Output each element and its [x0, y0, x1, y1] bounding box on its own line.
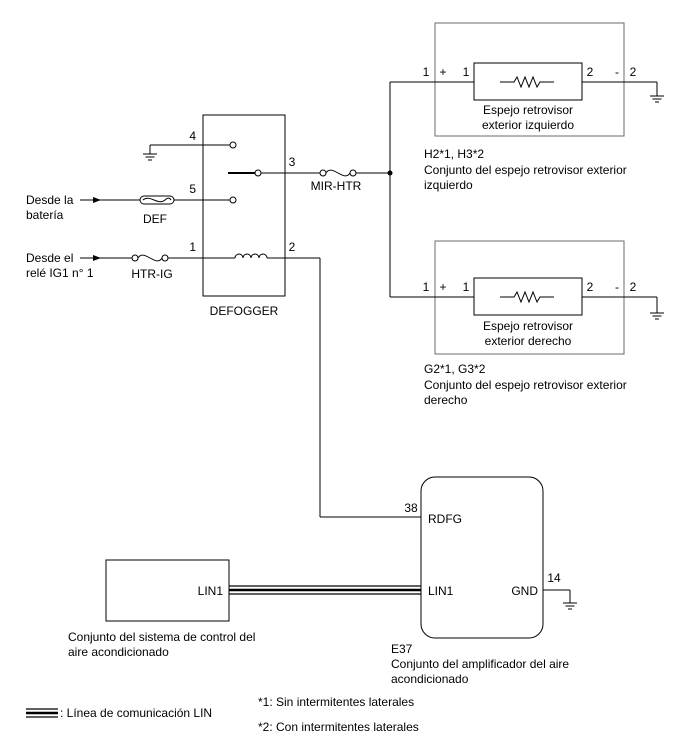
- battery-source-line2: batería: [26, 208, 64, 222]
- amplifier-rdfg-pin: 38: [404, 501, 418, 515]
- ground-symbol-amplifier: [563, 590, 577, 610]
- legend-lin-symbol: [26, 708, 58, 718]
- amplifier-caption-line2: acondicionado: [391, 672, 469, 686]
- amplifier-connector: E37: [391, 642, 413, 656]
- right-mirror-pin2: 2: [630, 280, 637, 294]
- fuse-htr-ig-label: HTR-IG: [131, 267, 172, 281]
- legend-lin-label: : Línea de comunicación LIN: [60, 706, 212, 720]
- left-mirror-box: [434, 22, 625, 137]
- ig1-source-line1: Desde el: [26, 251, 73, 265]
- ground-symbol-pin4: [143, 145, 157, 161]
- left-heater-resistor: [500, 75, 554, 89]
- pin3-label: 3: [289, 155, 296, 169]
- right-mirror-pin1: 1: [423, 280, 430, 294]
- left-mirror-inner2: 2: [587, 65, 594, 79]
- amplifier-gnd-pin: 14: [547, 571, 561, 585]
- amplifier-box: [420, 476, 544, 639]
- right-mirror-label-line1: Espejo retrovisor: [483, 319, 573, 333]
- switch-pivot: [254, 169, 262, 177]
- left-mirror-caption-line2: izquierdo: [424, 178, 473, 192]
- amplifier-gnd-label: GND: [511, 584, 538, 598]
- left-mirror-plus: +: [439, 65, 446, 79]
- left-mirror-caption-line1: Conjunto del espejo retrovisor exterior: [424, 163, 627, 177]
- note-1: *1: Sin intermitentes laterales: [258, 695, 414, 709]
- lin-communication-line: [229, 585, 421, 595]
- pin4-label: 4: [189, 129, 196, 143]
- left-mirror-minus: -: [615, 65, 619, 79]
- pin1-label: 1: [189, 240, 196, 254]
- battery-source-line1: Desde la: [26, 193, 74, 207]
- left-mirror-pin2: 2: [630, 65, 637, 79]
- right-mirror-connector: G2*1, G3*2: [424, 362, 486, 376]
- relay-coil: [234, 253, 268, 259]
- left-mirror-heater: [473, 62, 583, 101]
- amplifier-caption-line1: Conjunto del amplificador del aire: [391, 657, 569, 671]
- fuse-mir-htr: [319, 169, 357, 177]
- pin5-contact: [229, 196, 237, 204]
- right-mirror-inner2: 2: [587, 280, 594, 294]
- pin4-contact: [229, 141, 237, 149]
- defogger-label: DEFOGGER: [210, 304, 279, 318]
- note-2: *2: Con intermitentes laterales: [258, 720, 419, 734]
- ac-control-caption-line2: aire acondicionado: [68, 645, 169, 659]
- fuse-mir-htr-label: MIR-HTR: [311, 179, 362, 193]
- left-mirror-pin1: 1: [423, 65, 430, 79]
- fuse-def-label: DEF: [143, 212, 167, 226]
- right-mirror-inner1: 1: [463, 280, 470, 294]
- right-mirror-caption-line2: derecho: [424, 393, 468, 407]
- ground-symbol-left-mirror: [650, 82, 664, 103]
- fuse-def: [137, 195, 175, 205]
- ac-control-lin1-label: LIN1: [198, 584, 224, 598]
- right-mirror-minus: -: [615, 280, 619, 294]
- amplifier-lin1-label: LIN1: [428, 584, 454, 598]
- left-mirror-connector: H2*1, H3*2: [424, 147, 484, 161]
- pin5-label: 5: [189, 182, 196, 196]
- right-mirror-caption-line1: Conjunto del espejo retrovisor exterior: [424, 378, 627, 392]
- ig1-source-line2: relé IG1 n° 1: [26, 266, 94, 280]
- amplifier-rdfg-label: RDFG: [428, 512, 462, 526]
- right-mirror-plus: +: [439, 280, 446, 294]
- right-heater-resistor: [500, 290, 554, 304]
- ground-symbol-right-mirror: [650, 297, 664, 320]
- defogger-switch-box: [202, 114, 286, 297]
- left-mirror-inner1: 1: [463, 65, 470, 79]
- left-mirror-label-line2: exterior izquierdo: [482, 118, 574, 132]
- right-mirror-label-line2: exterior derecho: [485, 334, 572, 348]
- left-mirror-label-line1: Espejo retrovisor: [483, 103, 573, 117]
- fuse-htr-ig: [131, 254, 169, 262]
- ac-control-caption-line1: Conjunto del sistema de control del: [68, 630, 255, 644]
- pin2-label: 2: [289, 240, 296, 254]
- right-mirror-heater: [473, 277, 583, 316]
